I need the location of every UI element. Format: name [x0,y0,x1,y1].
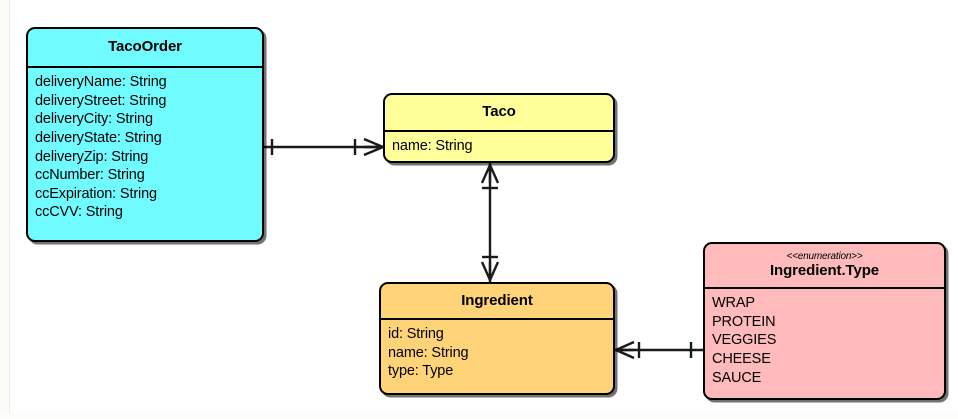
crows-foot [480,164,500,184]
enum-value-row: WRAP [712,295,755,311]
class-box-tacoorder[interactable]: TacoOrder deliveryName: String deliveryS… [26,27,264,242]
relationship-taco-ingredient [480,163,500,282]
class-attributes-taco: name: String [385,132,613,161]
attribute-row: ccCVV: String [35,204,123,221]
stereotype-label: <<enumeration>> [786,251,863,262]
page-margin-left [0,0,10,419]
relationship-ingredient-ingredienttype [615,340,703,360]
class-title: TacoOrder [108,38,182,56]
class-header-ingredient: Ingredient [381,284,613,320]
crows-foot [363,137,384,157]
class-header-ingredient-type: <<enumeration>> Ingredient.Type [705,244,944,289]
enum-value-row: SAUCE [712,369,762,386]
class-box-ingredient-type[interactable]: <<enumeration>> Ingredient.Type WRAP PRO… [703,242,946,400]
attribute-row: deliveryCity: String [35,111,153,128]
attribute-row: name: String [388,344,469,361]
class-title: Ingredient.Type [769,261,880,279]
class-attributes-tacoorder: deliveryName: String deliveryStreet: Str… [28,68,262,240]
attribute-row: id: String [388,326,444,342]
attribute-row: deliveryZip: String [35,148,149,165]
attribute-row: ccNumber: String [35,167,145,184]
enum-value-row: VEGGIES [712,332,777,349]
attribute-row: deliveryName: String [35,74,167,90]
class-header-taco: Taco [385,95,613,132]
crows-foot [615,340,635,360]
class-attributes-ingredient-type: WRAP PROTEIN VEGGIES CHEESE SAUCE [705,289,944,398]
class-title: Taco [482,103,516,121]
class-box-taco[interactable]: Taco name: String [383,93,615,163]
attribute-row: deliveryStreet: String [35,92,167,109]
enum-value-row: CHEESE [712,350,771,367]
relationship-tacoorder-taco [264,137,384,157]
attribute-row: type: Type [388,363,454,380]
class-header-tacoorder: TacoOrder [28,29,262,68]
attribute-row: deliveryState: String [35,129,162,146]
page-margin-bottom [0,413,958,419]
class-box-ingredient[interactable]: Ingredient id: String name: String type:… [379,282,615,395]
attribute-row: ccExpiration: String [35,185,157,202]
attribute-row: name: String [392,138,473,154]
class-title: Ingredient [461,291,533,309]
crows-foot [480,261,500,281]
enum-value-row: PROTEIN [712,313,776,330]
class-attributes-ingredient: id: String name: String type: Type [381,320,613,393]
